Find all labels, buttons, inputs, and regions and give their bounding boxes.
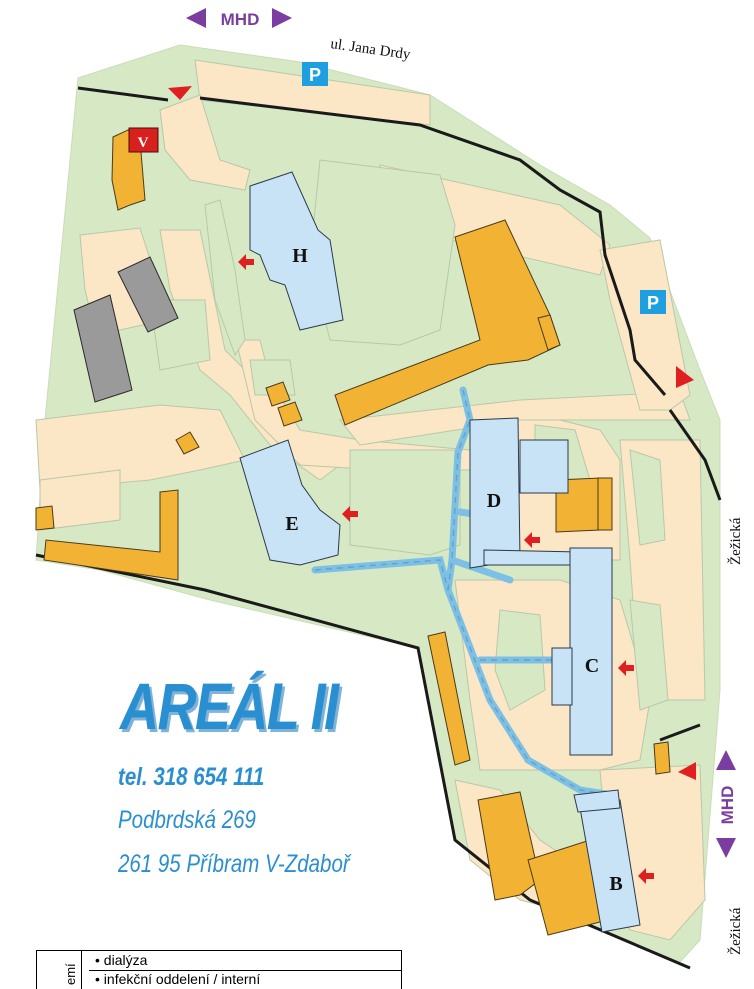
street-name-east-upper: Žežická (727, 517, 744, 565)
entrance-arrow-icon[interactable] (342, 506, 358, 522)
service-buildings (35, 129, 671, 936)
glass-corridor-dash (314, 389, 613, 796)
phone-number[interactable]: tel. 318 654 111 (118, 763, 265, 791)
building-d-wing (519, 439, 569, 494)
legend-row: • dialýza (89, 951, 401, 971)
legend-table: emí • dialýza • infekční oddelení / inte… (36, 950, 402, 989)
service-small-4 (35, 505, 55, 531)
transit-label: MHD (718, 786, 737, 825)
transit-marker-top[interactable]: MHD (186, 8, 292, 29)
service-small-5 (653, 741, 671, 775)
building-d-link (483, 549, 581, 566)
service-small-1 (265, 381, 291, 407)
building-label-e: E (285, 513, 298, 535)
parking-sign-top[interactable]: P (302, 62, 328, 86)
garages (73, 256, 179, 403)
hospital-buildings (239, 171, 641, 933)
address-street: Podbrdská 269 (118, 806, 256, 834)
arrow-up-icon (716, 750, 736, 770)
building-e (239, 439, 341, 566)
street-name-north: ul. Jana Drdy (329, 36, 411, 63)
street-name-east-lower: Žežická (727, 907, 744, 955)
entrance-arrow-icon[interactable] (168, 86, 192, 100)
garage-1 (117, 256, 179, 333)
building-c-wing (551, 647, 573, 706)
building-h (249, 171, 344, 331)
entrance-arrow-icon[interactable] (638, 868, 654, 884)
parking-sign-right[interactable]: P (640, 290, 666, 314)
entrance-arrow-icon[interactable] (676, 366, 694, 388)
service-long-south (427, 631, 471, 766)
building-label-v: V (138, 135, 149, 151)
transit-label: MHD (221, 10, 260, 29)
legend-side-column: emí (37, 951, 82, 989)
parking-icon (640, 290, 666, 314)
service-small-3 (175, 431, 200, 455)
parking-label: P (309, 65, 321, 85)
service-building-annex (537, 314, 561, 351)
building-c (569, 547, 613, 756)
entrance-arrow-icon[interactable] (238, 254, 254, 270)
parking-label: P (647, 293, 659, 313)
arrow-right-icon (272, 8, 292, 28)
service-small-2 (277, 401, 303, 427)
service-l-block (43, 489, 179, 581)
entrance-arrow-icon[interactable] (678, 762, 696, 780)
service-b-block-1 (477, 791, 541, 901)
building-v-marker (128, 127, 159, 153)
entrance-arrows (168, 86, 696, 884)
service-building-main (334, 219, 561, 426)
service-d-annex-2 (597, 477, 613, 531)
transit-marker-right[interactable]: MHD (716, 750, 737, 858)
address-city: 261 95 Příbram V-Zdaboř (118, 850, 350, 878)
arrow-down-icon (716, 838, 736, 858)
arrow-left-icon (186, 8, 206, 28)
building-label-c: C (585, 655, 599, 677)
building-label-d: D (487, 490, 501, 512)
site-title: AREÁL II (120, 669, 339, 743)
legend-side-label: emí (63, 963, 78, 985)
building-label-h: H (292, 245, 308, 267)
legend-row: • infekční oddelení / interní (95, 971, 261, 987)
building-b-wing (573, 789, 621, 813)
building-label-b: B (609, 873, 622, 895)
entrance-arrow-icon[interactable] (524, 532, 540, 548)
parking-icon (302, 62, 328, 86)
garage-2 (73, 294, 133, 403)
entrance-arrow-icon[interactable] (618, 660, 634, 676)
